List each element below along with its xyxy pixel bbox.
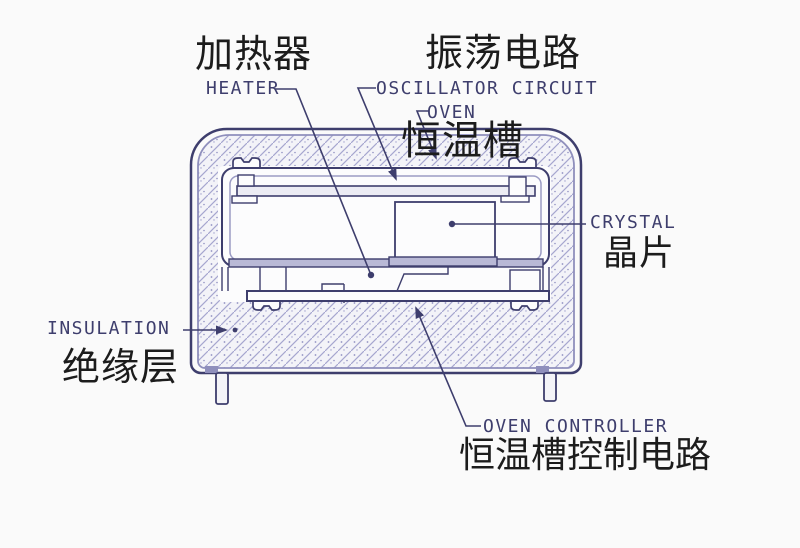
oven-leader-line <box>415 110 437 160</box>
pin-tab-right <box>536 366 549 373</box>
heater-leader-line <box>275 88 375 279</box>
pin-tab-left <box>205 366 218 373</box>
insulation-label-zh: 绝缘层 <box>62 345 180 389</box>
case-outer-wall <box>189 127 583 375</box>
oscillator-label-zh: 振荡电路 <box>425 31 582 75</box>
oven-controller-label-zh: 恒温槽控制电路 <box>459 435 712 476</box>
component-box-right <box>509 269 541 292</box>
oven-label-zh: 恒温槽 <box>401 118 524 164</box>
heater-label-en: HEATER <box>206 78 281 99</box>
leader-lines <box>183 87 586 427</box>
oscillator-board-plate <box>236 185 536 197</box>
oven-controller-board-plate <box>246 290 550 302</box>
board-bracket-right <box>508 176 527 199</box>
oscillator-leader-line <box>356 87 397 181</box>
crystal-base-plate <box>388 256 498 267</box>
compartment-dividers <box>221 267 287 291</box>
oven-controller-leader-line <box>415 306 481 427</box>
insulation-label-en: INSULATION <box>47 318 171 339</box>
crystal-label-en: CRYSTAL <box>590 212 677 233</box>
oscillator-label-en: OSCILLATOR CIRCUIT <box>376 78 599 99</box>
base-mount-left <box>252 299 281 311</box>
oven-controller-label-en: OVEN CONTROLLER <box>483 416 669 437</box>
insulation-leader-dot <box>232 327 238 333</box>
chamber-floor-plate <box>228 258 544 268</box>
oscillator-board <box>231 174 536 204</box>
crystal-box <box>394 201 496 259</box>
board-foot-left <box>231 195 258 204</box>
oven-outer-wall <box>221 167 550 267</box>
pin-left <box>215 372 229 405</box>
pin-right <box>543 372 557 402</box>
board-foot-right <box>500 195 530 203</box>
heater-label-zh: 加热器 <box>195 32 313 76</box>
base-mount-right <box>510 299 539 311</box>
oven-label-en: OVEN <box>427 102 477 123</box>
crystal-label-zh: 晶片 <box>603 234 676 274</box>
oven-chamber <box>221 167 550 267</box>
board-bracket-left <box>237 174 255 187</box>
component-step <box>396 267 449 292</box>
